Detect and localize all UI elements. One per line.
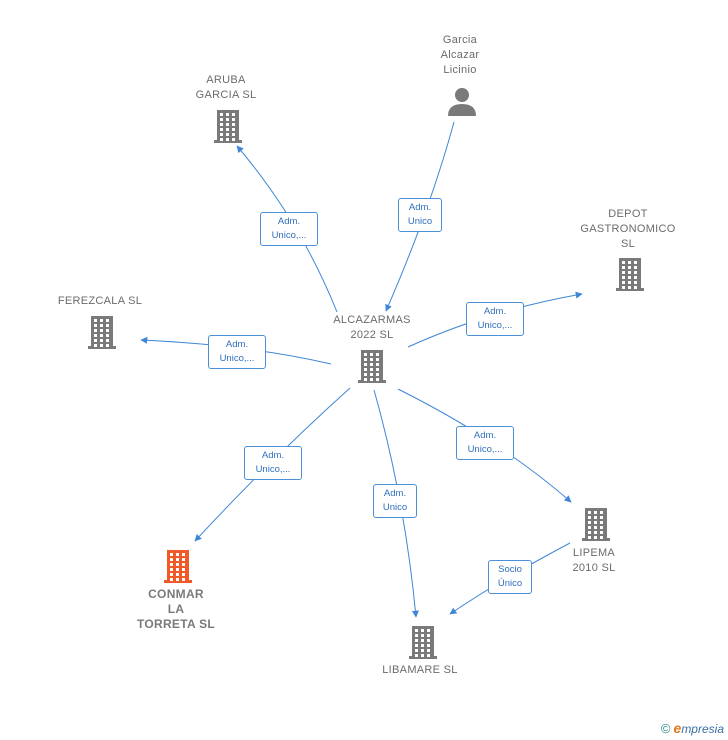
building-icon[interactable] [580,506,612,542]
edge-label-libamare[interactable]: Adm. Unico [373,484,417,518]
edge-label-conmar[interactable]: Adm. Unico,... [244,446,302,480]
edge-label-lipema-libamare[interactable]: Socio Único [488,560,532,594]
building-icon[interactable] [212,108,244,144]
brand-initial: e [673,720,682,736]
building-icon[interactable] [86,314,118,350]
edge-label-garcia[interactable]: Adm. Unico [398,198,442,232]
brand-name: mpresia [681,722,724,736]
building-icon[interactable] [407,624,439,660]
node-label-garcia: Garcia Alcazar Licinio [440,34,480,76]
node-label-aruba: ARUBA GARCIA SL [195,74,257,101]
building-icon[interactable] [162,548,194,584]
edge-label-aruba[interactable]: Adm. Unico,... [260,212,318,246]
person-icon[interactable] [446,86,478,118]
node-label-lipema: LIPEMA 2010 SL [572,547,616,574]
copyright-icon: © [660,721,671,736]
building-icon[interactable] [614,256,646,292]
edge-label-ferezcala[interactable]: Adm. Unico,... [208,335,266,369]
building-icon[interactable] [356,348,388,384]
node-label-libamare: LIBAMARE SL [382,664,458,676]
node-label-conmar: CONMAR LA TORRETA SL [136,587,216,631]
edge-label-lipema[interactable]: Adm. Unico,... [456,426,514,460]
node-label-ferezcala: FEREZCALA SL [57,295,143,307]
node-label-alcazarmas: ALCAZARMAS 2022 SL [333,314,411,341]
footer-brand[interactable]: ©empresia [661,720,724,736]
node-label-depot: DEPOT GASTRONOMICO SL [580,208,676,250]
edge-label-depot[interactable]: Adm. Unico,... [466,302,524,336]
